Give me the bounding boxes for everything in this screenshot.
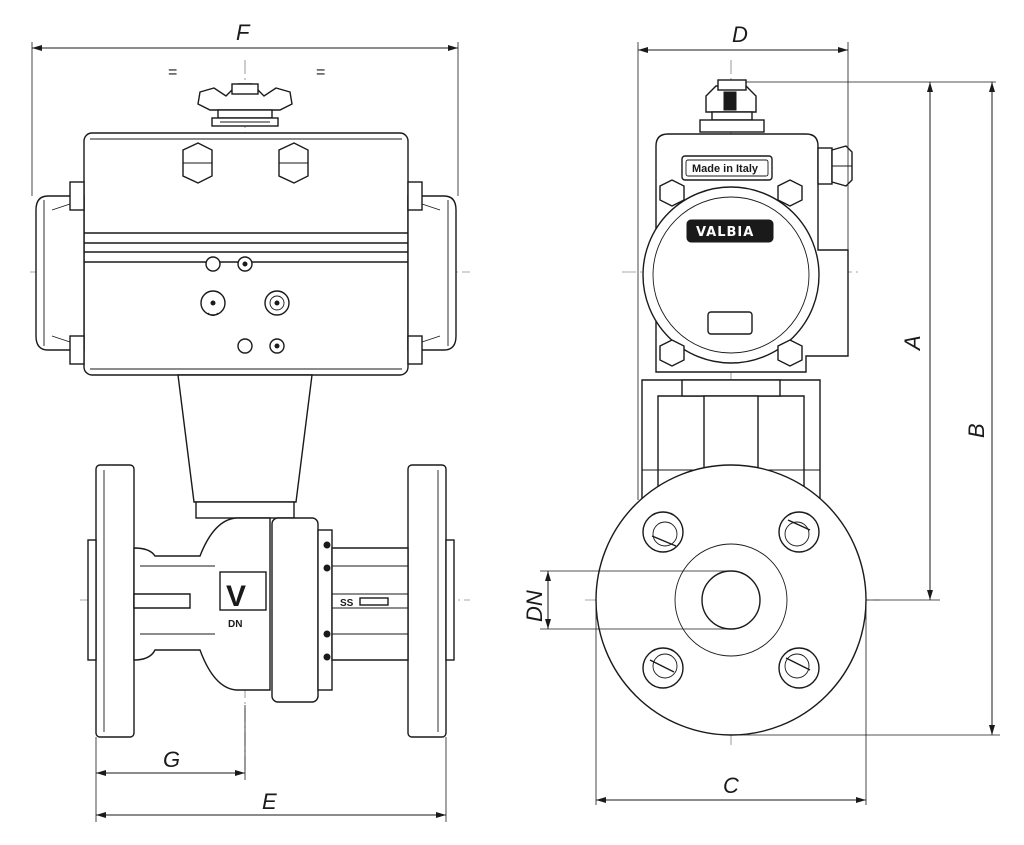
dimension-dn: DN <box>522 570 731 630</box>
equal-mark-left: = <box>168 64 177 81</box>
side-indicator <box>699 79 765 133</box>
made-in-italy-plate <box>681 155 773 181</box>
dim-label-d: D <box>732 22 748 47</box>
dimension-d: D <box>637 22 849 500</box>
bolt-hole-top-left <box>642 511 684 553</box>
dn-marking: DN <box>228 619 242 630</box>
dim-label-a: A <box>900 335 925 352</box>
side-actuator-housing: Made in Italy VALBIA <box>642 133 853 373</box>
made-in-italy-text: Made in Italy <box>692 163 759 175</box>
actuator-body <box>83 132 409 376</box>
round-flange <box>595 464 867 736</box>
front-view: SS V DN = = F G E <box>30 20 470 822</box>
dimension-c: C <box>595 600 867 805</box>
body-cap <box>271 517 319 703</box>
dimension-e: E <box>96 737 447 822</box>
bolt-hole-bottom-right <box>778 647 820 689</box>
position-indicator <box>197 83 293 127</box>
bore <box>701 570 761 630</box>
dimension-f: F <box>31 20 459 196</box>
dim-label-dn: DN <box>522 590 547 622</box>
v-marking: V <box>226 580 246 613</box>
dim-label-b: B <box>964 423 989 438</box>
brand-logo-text: VALBIA <box>696 225 754 240</box>
window <box>707 311 753 335</box>
end-cap-right <box>407 181 457 365</box>
flange-left <box>95 464 135 738</box>
brand-plate <box>686 219 774 243</box>
dim-label-f: F <box>236 20 251 45</box>
dim-label-g: G <box>163 747 180 772</box>
equal-mark-right: = <box>316 64 325 81</box>
dim-label-e: E <box>262 789 277 814</box>
bolt-hole-bottom-left <box>642 647 684 689</box>
ss-marking: SS <box>340 598 354 609</box>
round-cover <box>642 186 820 364</box>
valve-body: SS V DN <box>87 464 455 738</box>
side-view: Made in Italy VALBIA <box>522 22 1000 805</box>
dimension-a: A <box>746 81 996 601</box>
dimension-g: G <box>95 705 246 822</box>
mounting-bracket <box>177 374 313 519</box>
bolt-hole-top-right <box>778 511 820 553</box>
end-cap-left <box>35 181 85 365</box>
dim-label-c: C <box>723 773 739 798</box>
dimension-b: B <box>731 82 1000 736</box>
flange-right <box>407 464 447 738</box>
